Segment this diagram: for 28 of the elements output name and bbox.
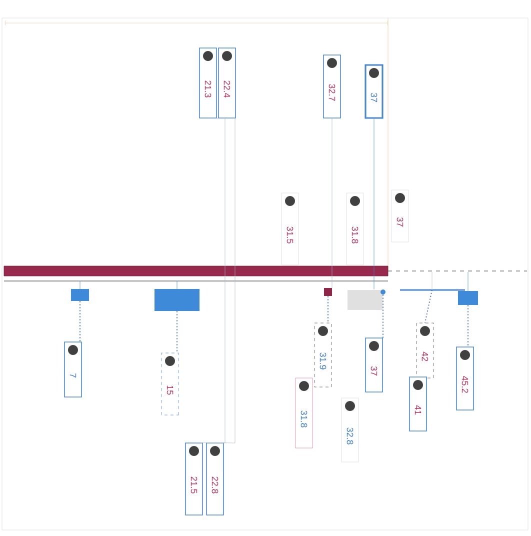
value-tag: 31.5 [281, 192, 299, 266]
leader-line [424, 290, 432, 324]
value-tag: 42 [416, 322, 434, 378]
value-tag: 37 [365, 338, 383, 392]
marker-box [71, 289, 89, 301]
value-tag: 41 [409, 376, 427, 432]
marker-box [324, 288, 332, 296]
value-tag: 7 [64, 342, 82, 398]
value-tag: 21.5 [185, 442, 203, 516]
leader-line [194, 118, 226, 444]
marker-box [348, 290, 382, 310]
value-tag: 31.9 [314, 322, 332, 388]
value-tag: 21.3 [199, 48, 217, 118]
marker-box [154, 289, 200, 311]
value-tag: 15 [161, 352, 179, 416]
value-tag: 31.8 [295, 378, 313, 448]
value-tag: 32.7 [323, 54, 341, 118]
leader-line [214, 118, 236, 444]
value-tag: 22.4 [218, 48, 236, 118]
value-tag: 32.8 [341, 398, 359, 462]
value-tag: 22.8 [206, 442, 224, 516]
value-tag: 45.2 [456, 346, 474, 410]
leader-line [176, 310, 178, 354]
value-tag: 31.8 [346, 192, 364, 266]
value-tag: 37 [364, 64, 384, 119]
value-tag: 37 [391, 190, 409, 242]
leader-line [382, 294, 384, 338]
marker-box [458, 291, 478, 305]
